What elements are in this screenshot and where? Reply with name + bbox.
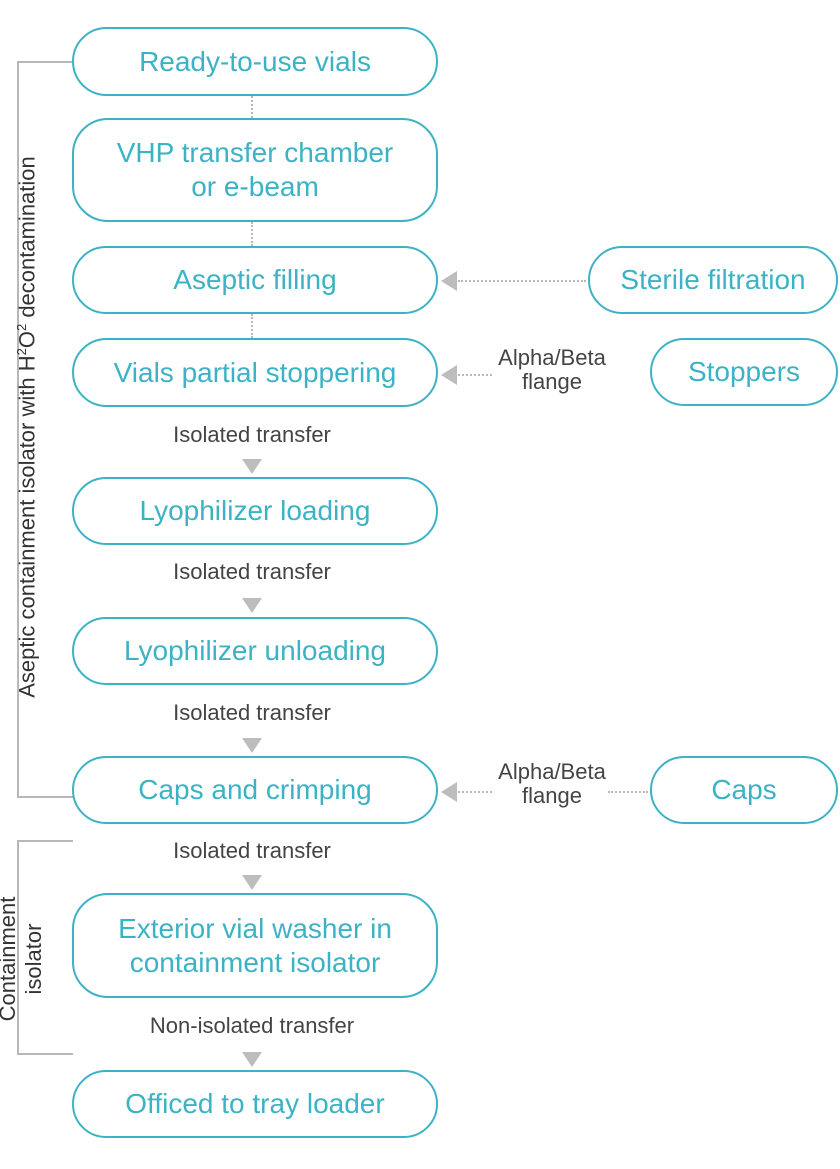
containment-zone-label: Containment isolator [0,896,46,1022]
step-aseptic-filling: Aseptic filling [72,246,438,314]
left-arrow-icon [441,782,457,802]
aseptic-zone-bracket [17,61,73,798]
down-arrow-icon [242,598,262,613]
aseptic-zone-label: Aseptic containment isolator with H2O2 d… [14,156,40,698]
down-arrow-icon [242,875,262,890]
down-arrow-icon [242,459,262,474]
connector-line [251,314,253,338]
down-arrow-icon [242,738,262,753]
input-sterile-filtration: Sterile filtration [588,246,838,314]
connector-line [458,280,586,282]
step-vials-partial-stoppering: Vials partial stoppering [72,338,438,407]
flange-label: Alpha/Beta flange [498,345,606,394]
step-exterior-vial-washer: Exterior vial washer in containment isol… [72,893,438,998]
connector-line [608,791,648,793]
transfer-label: Isolated transfer [173,700,331,725]
step-lyophilizer-unloading: Lyophilizer unloading [72,617,438,685]
connector-line [251,222,253,246]
transfer-label: Isolated transfer [173,559,331,584]
input-caps: Caps [650,756,838,824]
transfer-label: Isolated transfer [173,838,331,863]
step-ready-to-use-vials: Ready-to-use vials [72,27,438,96]
step-vhp-transfer-chamber: VHP transfer chamber or e-beam [72,118,438,222]
containment-zone-bracket [17,840,73,1055]
transfer-label: Non-isolated transfer [149,1013,355,1038]
left-arrow-icon [441,271,457,291]
step-lyophilizer-loading: Lyophilizer loading [72,477,438,545]
down-arrow-icon [242,1052,262,1067]
connector-line [458,791,492,793]
step-officed-to-tray-loader: Officed to tray loader [72,1070,438,1138]
transfer-label: Isolated transfer [173,422,331,447]
connector-line [251,96,253,118]
flange-label: Alpha/Beta flange [498,759,606,808]
step-caps-and-crimping: Caps and crimping [72,756,438,824]
left-arrow-icon [441,365,457,385]
input-stoppers: Stoppers [650,338,838,406]
connector-line [458,374,492,376]
